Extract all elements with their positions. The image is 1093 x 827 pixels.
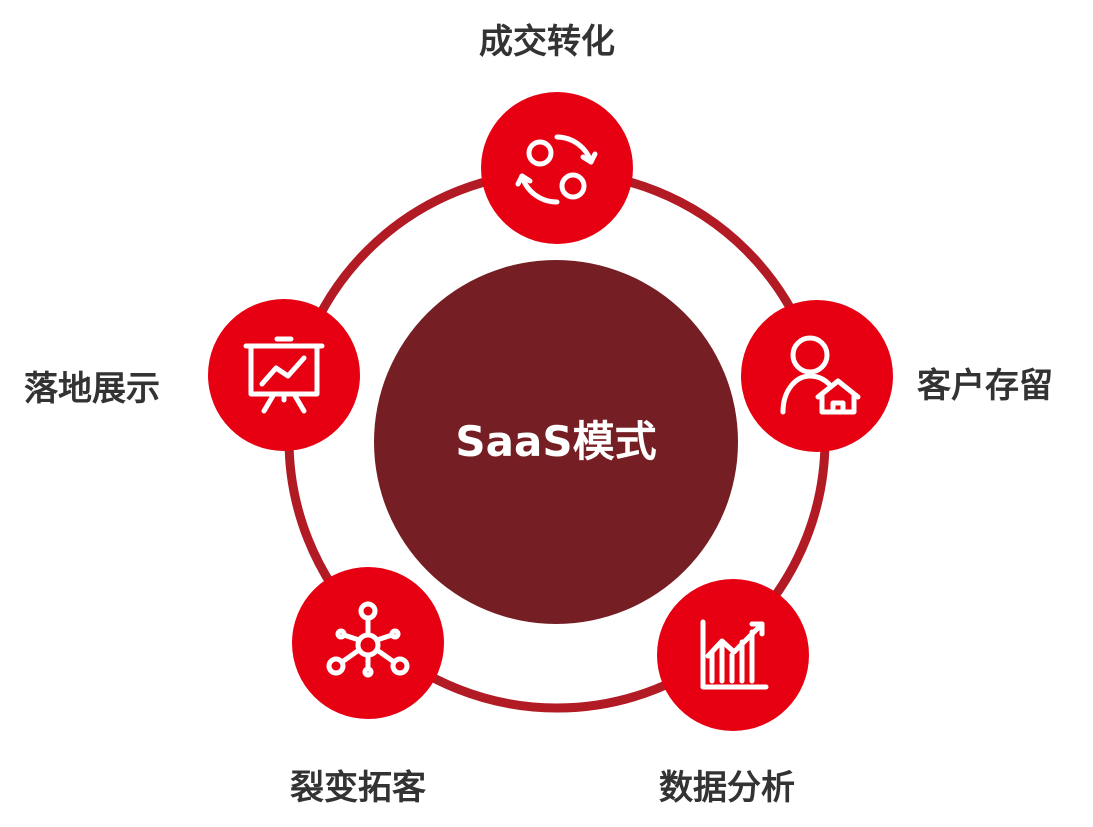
exchange-cycle-icon bbox=[515, 134, 598, 205]
presentation-board-icon bbox=[243, 336, 325, 414]
node-label-conversion: 成交转化 bbox=[479, 22, 615, 62]
center-label: SaaS模式 bbox=[455, 417, 657, 466]
network-hub-icon bbox=[326, 601, 410, 678]
node-conversion bbox=[481, 92, 633, 244]
node-label-acquisition: 裂变拓客 bbox=[290, 768, 426, 808]
node-showcase bbox=[208, 299, 360, 451]
growth-chart-icon bbox=[700, 619, 769, 690]
node-label-analytics: 数据分析 bbox=[659, 768, 795, 808]
node-label-showcase: 落地展示 bbox=[24, 369, 160, 409]
center-circle bbox=[374, 260, 738, 624]
node-circle bbox=[481, 92, 633, 244]
node-label-retention: 客户存留 bbox=[917, 366, 1053, 406]
user-home-icon bbox=[780, 335, 861, 415]
node-circle bbox=[292, 567, 444, 719]
node-retention bbox=[741, 300, 893, 452]
node-analytics bbox=[657, 579, 809, 731]
node-acquisition bbox=[292, 567, 444, 719]
